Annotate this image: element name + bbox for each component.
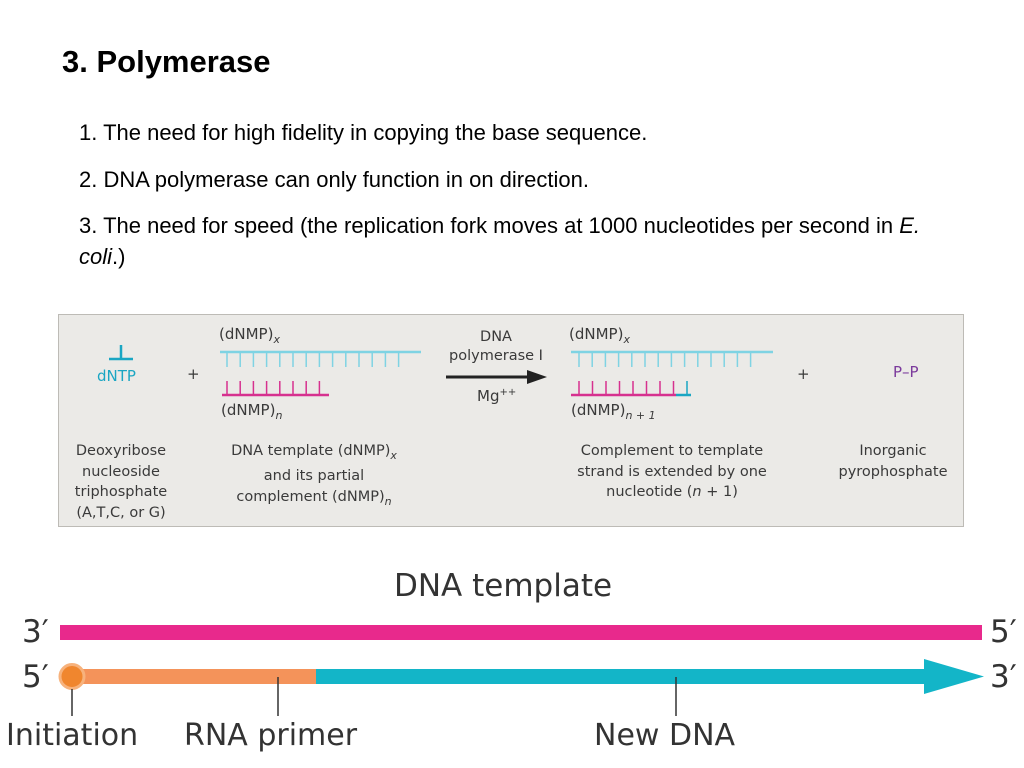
pyrophosphate-symbol: P–P bbox=[893, 363, 919, 381]
dnmp-x-text-right: (dNMP) bbox=[569, 325, 624, 343]
template-ticks-left bbox=[226, 353, 400, 367]
dnmp-n1-label: (dNMP)n + 1 bbox=[571, 401, 656, 422]
caption-template-line-3-sub: n bbox=[384, 494, 392, 508]
polymerase-reaction-figure: dNTP + (dNMP)x (dNMP)n DNA polymerase I … bbox=[58, 314, 964, 527]
caption-template-line-1-text: DNA template (dNMP) bbox=[231, 443, 391, 459]
caption-dntp-line-1: Deoxyribose bbox=[75, 443, 167, 459]
caption-template-line-2: and its partial bbox=[263, 468, 365, 485]
template-5prime-end: 5′ bbox=[990, 614, 1017, 650]
dnmp-n1-text: (dNMP) bbox=[571, 401, 626, 419]
new-strand-5prime-end: 5′ bbox=[22, 659, 49, 695]
caption-dntp-line-2: nucleoside bbox=[82, 463, 160, 480]
dna-strands-drawing bbox=[58, 625, 984, 716]
dnmp-n1-sub: n + 1 bbox=[625, 409, 656, 422]
caption-dntp-line-4: (A,T,C, or G) bbox=[76, 504, 166, 521]
point-speed: 3. The need for speed (the replication f… bbox=[79, 210, 959, 272]
dna-template-title: DNA template bbox=[394, 568, 613, 604]
dntp-label: dNTP bbox=[97, 367, 136, 385]
template-ticks-right bbox=[578, 353, 752, 367]
caption-ppi-line-2: pyrophosphate bbox=[838, 463, 948, 480]
caption-template-line-1-sub: x bbox=[390, 448, 397, 462]
complement-ticks-right bbox=[578, 381, 688, 395]
cofactor-label: Mg++ bbox=[477, 387, 516, 405]
dnmp-x-label-right: (dNMP)x bbox=[569, 325, 630, 346]
point-speed-organism: E. coli bbox=[79, 213, 921, 269]
new-dna-arrowhead bbox=[924, 659, 984, 694]
caption-product-line-1: Complement to template bbox=[580, 443, 764, 459]
dnmp-n-sub: n bbox=[275, 409, 283, 422]
initiation-label: Initiation bbox=[6, 718, 139, 753]
template-strand bbox=[60, 625, 982, 640]
new-dna-strand bbox=[316, 669, 934, 684]
dnmp-x-label: (dNMP)x bbox=[219, 325, 280, 346]
caption-template-line-3: complement (dNMP)n bbox=[209, 487, 419, 512]
cofactor-text: Mg bbox=[477, 387, 500, 405]
caption-ppi-line-1: Inorganic bbox=[859, 443, 927, 459]
caption-dntp: Deoxyribose nucleoside triphosphate (A,T… bbox=[61, 441, 181, 523]
caption-product-line-3b: + 1) bbox=[701, 484, 738, 500]
dnmp-x-sub-right: x bbox=[623, 333, 630, 346]
caption-template: DNA template (dNMP)x and its partial com… bbox=[209, 441, 419, 512]
point-direction: 2. DNA polymerase can only function in o… bbox=[79, 167, 589, 192]
caption-product-line-3: nucleotide (n + 1) bbox=[559, 482, 785, 503]
new-dna-label: New DNA bbox=[594, 718, 736, 753]
enzyme-line-2: polymerase I bbox=[449, 348, 543, 364]
complement-ticks-left bbox=[226, 381, 321, 395]
origin-marker bbox=[58, 663, 86, 690]
caption-dntp-line-3: triphosphate bbox=[74, 484, 168, 500]
caption-product-line-3n: n bbox=[692, 484, 702, 500]
point-speed-text: 3. The need for speed (the replication f… bbox=[79, 213, 894, 238]
enzyme-label: DNA polymerase I bbox=[439, 328, 553, 366]
point-fidelity: 1. The need for high fidelity in copying… bbox=[79, 120, 648, 145]
point-speed-tail: .) bbox=[112, 244, 126, 269]
plus-sign-left: + bbox=[187, 365, 200, 383]
template-3prime-end: 3′ bbox=[22, 614, 49, 650]
dnmp-n-text: (dNMP) bbox=[221, 401, 276, 419]
dnmp-x-sub: x bbox=[273, 333, 280, 346]
enzyme-line-1: DNA bbox=[480, 329, 512, 345]
cofactor-sup: ++ bbox=[499, 387, 517, 398]
caption-template-line-1: DNA template (dNMP)x bbox=[209, 441, 419, 466]
caption-pyrophosphate: Inorganic pyrophosphate bbox=[827, 441, 959, 482]
caption-product: Complement to template strand is extende… bbox=[559, 441, 785, 503]
dntp-symbol bbox=[109, 345, 133, 361]
caption-product-line-3a: nucleotide ( bbox=[606, 484, 693, 500]
dna-replication-diagram: DNA template 3′ 5′ 5′ 3′ Initiation RNA … bbox=[0, 560, 1024, 768]
dnmp-x-text: (dNMP) bbox=[219, 325, 274, 343]
dnmp-n-label: (dNMP)n bbox=[221, 401, 282, 422]
rna-primer-label: RNA primer bbox=[184, 718, 358, 753]
reaction-drawing bbox=[109, 345, 773, 397]
caption-template-line-3-text: complement (dNMP) bbox=[236, 488, 385, 505]
rna-primer-strand bbox=[66, 669, 316, 684]
reaction-arrow bbox=[446, 370, 547, 384]
new-strand-3prime-end: 3′ bbox=[990, 659, 1017, 695]
slide-title: 3. Polymerase bbox=[62, 44, 271, 79]
caption-product-line-2: strand is extended by one bbox=[577, 463, 767, 480]
plus-sign-right: + bbox=[797, 365, 810, 383]
